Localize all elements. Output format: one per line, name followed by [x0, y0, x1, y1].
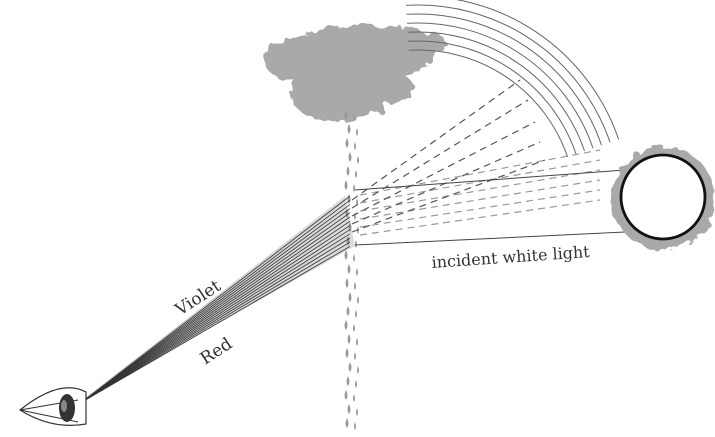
rain-drop [348, 292, 359, 304]
dispersed-ray [81, 229, 351, 403]
dispersed-ray [81, 204, 351, 403]
rainbow-arc [408, 49, 568, 157]
dispersed-ray [81, 208, 351, 403]
dispersed-ray [81, 246, 351, 403]
incident-light-rays [354, 169, 626, 246]
rainbow-arc [408, 40, 577, 155]
cloud-icon [264, 24, 446, 121]
rain-drop [345, 348, 356, 360]
rain-drop [347, 334, 358, 346]
dispersed-ray [81, 212, 351, 403]
rain-drop [344, 250, 355, 262]
incident-light-label: incident white light [431, 242, 591, 272]
dispersed-ray [81, 195, 351, 403]
rain-drop [347, 194, 358, 206]
internal-ray [351, 121, 536, 217]
rainbow-arc [406, 13, 602, 146]
internal-ray [359, 199, 601, 236]
rain-column [344, 110, 359, 430]
rainbow-arc [407, 22, 594, 149]
internal-ray [359, 189, 601, 228]
dispersed-ray [81, 220, 351, 403]
rain-drop [345, 418, 356, 430]
dispersed-ray [81, 199, 351, 403]
dispersed-ray [81, 216, 351, 403]
internal-ray [351, 79, 521, 201]
rain-drop [347, 404, 358, 416]
dispersed-ray [81, 233, 351, 403]
ray-fan [80, 196, 355, 402]
rainbow-arc [407, 31, 585, 152]
rain-drop [348, 222, 359, 234]
rain-drop [346, 306, 357, 318]
rain-drop [345, 208, 356, 220]
rain-drop [347, 264, 358, 276]
eye-icon [18, 387, 87, 426]
rainbow-arc [455, 0, 620, 140]
internal-ray [359, 179, 601, 220]
dispersed-rays [80, 195, 355, 403]
rain-drop [345, 278, 356, 290]
incident-ray-bottom [354, 231, 626, 246]
rain-drop [348, 152, 359, 164]
rain-drop [348, 362, 359, 374]
rain-drop [344, 320, 355, 332]
sun-icon [611, 146, 715, 250]
internal-ray [351, 99, 529, 209]
internal-ray [359, 149, 601, 196]
dispersed-ray [81, 241, 351, 403]
rain-drop [345, 138, 356, 150]
rain-drop [344, 110, 355, 122]
red-label: Red [197, 334, 236, 369]
rain-drop [347, 124, 358, 136]
dispersed-ray [81, 225, 351, 403]
rain-drop [344, 180, 355, 192]
internal-ray [359, 169, 601, 212]
rain-drop [344, 390, 355, 402]
dispersed-ray [81, 237, 351, 403]
rainbow-arcs [405, 0, 620, 157]
incident-ray-top [354, 169, 626, 191]
rain-drop [346, 376, 357, 388]
rainbow-arc [405, 4, 611, 143]
rain-drop [346, 166, 357, 178]
internal-ray [359, 159, 601, 204]
